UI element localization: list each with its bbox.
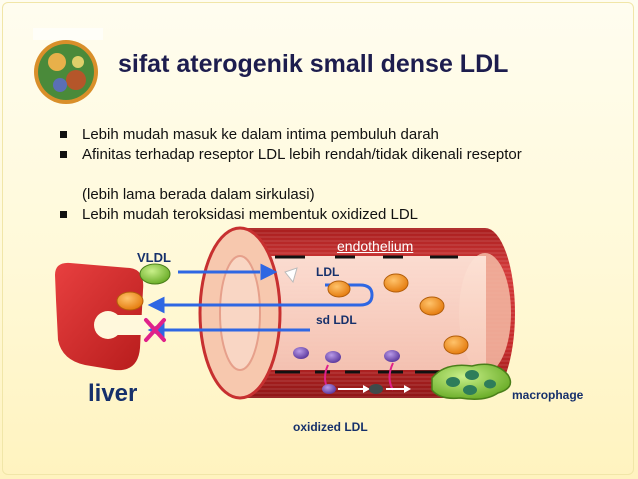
slide-border [2,2,634,475]
ldl-particle [383,273,409,293]
bullet-list: Lebih mudah masuk ke dalam intima pembul… [60,125,522,225]
slide-title: sifat aterogenik small dense LDL [118,50,509,78]
sd-ldl-particle [325,351,341,363]
logo-thumbnail [33,28,103,104]
bullet-item: Lebih mudah masuk ke dalam intima pembul… [60,125,522,145]
ldl-particle [419,296,445,316]
bullet-note: (lebih lama berada dalam sirkulasi) [82,186,315,203]
transport-arrows [147,263,374,339]
macrophage-label: macrophage [512,388,584,402]
sd-ldl-particle [293,347,309,359]
sd-ldl-label: sd LDL [316,313,357,327]
ldl-particle [443,335,469,355]
endothelium-label: endothelium [337,238,414,254]
vldl-particle [139,263,171,285]
liver-label: liver [88,380,138,407]
bullet-item: Lebih mudah teroksidasi membentuk oxidiz… [60,205,522,225]
bullet-square-icon [60,211,67,218]
oxidation-path [322,362,411,394]
ldl-label: LDL [316,265,340,279]
oxidized-ldl-particle [369,384,383,394]
bullet-square-icon [60,151,67,158]
ldl-particle [327,280,351,298]
blocked-icon [144,318,166,342]
vldl-label: VLDL [137,250,171,265]
macrophage-cell [431,363,512,400]
endothelium-layer [275,255,458,374]
sd-ldl-particle [384,350,400,362]
bullet-square-icon [60,131,67,138]
oxidized-ldl-label: oxidized LDL [293,420,368,434]
liver-notch-gap [108,315,148,335]
bullet-item: Afinitas terhadap reseptor LDL lebih ren… [60,145,522,165]
ldl-particle-liver [116,291,144,311]
